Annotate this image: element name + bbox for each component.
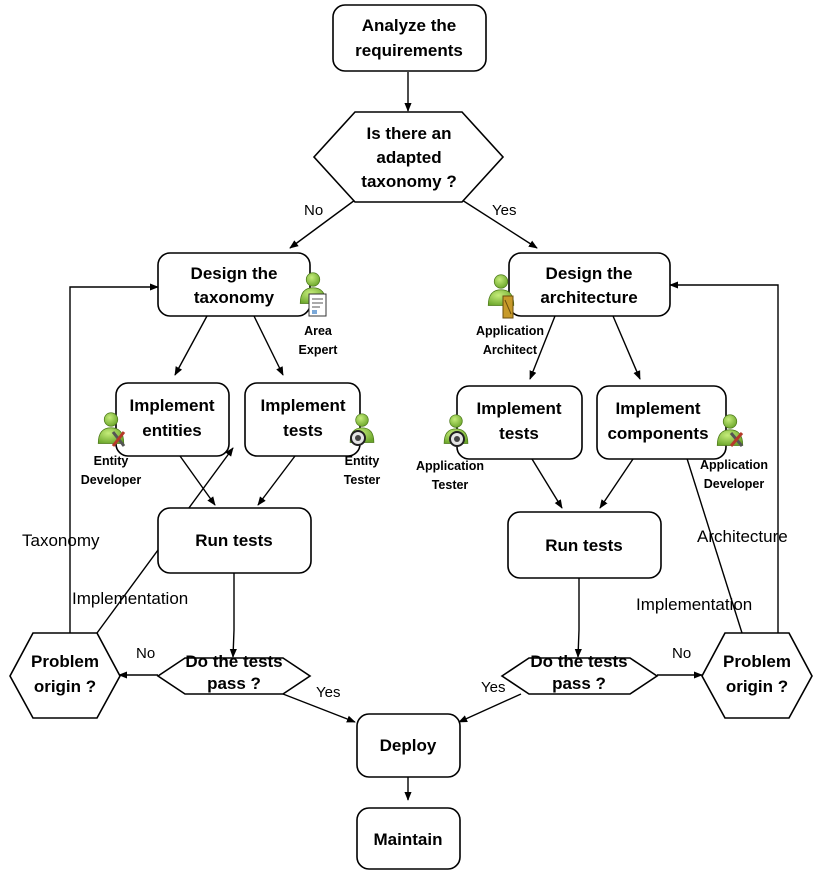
edge-designarch-to-components xyxy=(612,315,641,380)
svg-text:Run tests: Run tests xyxy=(195,531,272,550)
edge-run-r-to-pass-r xyxy=(574,578,582,658)
entity-tester-icon xyxy=(349,413,375,446)
edge-label-yes-top: Yes xyxy=(492,202,516,219)
edges xyxy=(69,72,779,801)
edge-label-implementation-right: Implementation xyxy=(636,595,752,614)
edge-label-implementation-left: Implementation xyxy=(72,589,188,608)
edge-problem-r-implementation xyxy=(683,448,743,634)
edge-labels: No Yes No Yes Yes No Taxonomy Implementa… xyxy=(22,202,788,701)
edge-label-no-left: No xyxy=(136,645,155,662)
edge-label-no-right: No xyxy=(672,645,691,662)
edge-question-yes xyxy=(461,199,538,249)
edge-designtax-to-tests-l xyxy=(253,315,284,376)
edge-designarch-to-tests-r xyxy=(529,315,556,380)
edge-run-l-to-pass-l xyxy=(229,573,237,658)
edge-pass-r-yes xyxy=(458,693,522,723)
application-tester-icon xyxy=(443,414,469,447)
edge-problem-r-architecture xyxy=(669,281,779,633)
edge-tests-r-to-run-r xyxy=(531,458,563,509)
application-developer-icon xyxy=(716,414,744,447)
edge-question-no xyxy=(289,199,356,249)
edge-entities-to-run-l xyxy=(179,455,216,506)
entity-developer-icon xyxy=(97,412,126,447)
edge-tests-l-to-run-l xyxy=(257,455,296,506)
node-run-tests-right: Run tests xyxy=(507,511,662,579)
edge-label-yes-left: Yes xyxy=(316,684,340,701)
svg-text:Maintain: Maintain xyxy=(374,830,443,849)
svg-text:Deploy: Deploy xyxy=(380,736,437,755)
edge-label-no-top: No xyxy=(304,202,323,219)
node-run-tests-left: Run tests xyxy=(157,507,312,574)
svg-text:Run tests: Run tests xyxy=(545,536,622,555)
edge-pass-l-yes xyxy=(282,693,356,723)
application-architect-icon xyxy=(487,274,515,319)
node-maintain: Maintain xyxy=(356,807,461,870)
area-expert-icon xyxy=(299,272,327,317)
edge-label-architecture: Architecture xyxy=(697,527,788,546)
edge-designtax-to-entities xyxy=(174,315,208,376)
node-deploy: Deploy xyxy=(356,713,461,778)
edge-components-to-run-r xyxy=(599,458,634,509)
edge-label-yes-right: Yes xyxy=(481,679,505,696)
edge-problem-l-taxonomy xyxy=(69,283,159,633)
edge-label-taxonomy: Taxonomy xyxy=(22,531,100,550)
